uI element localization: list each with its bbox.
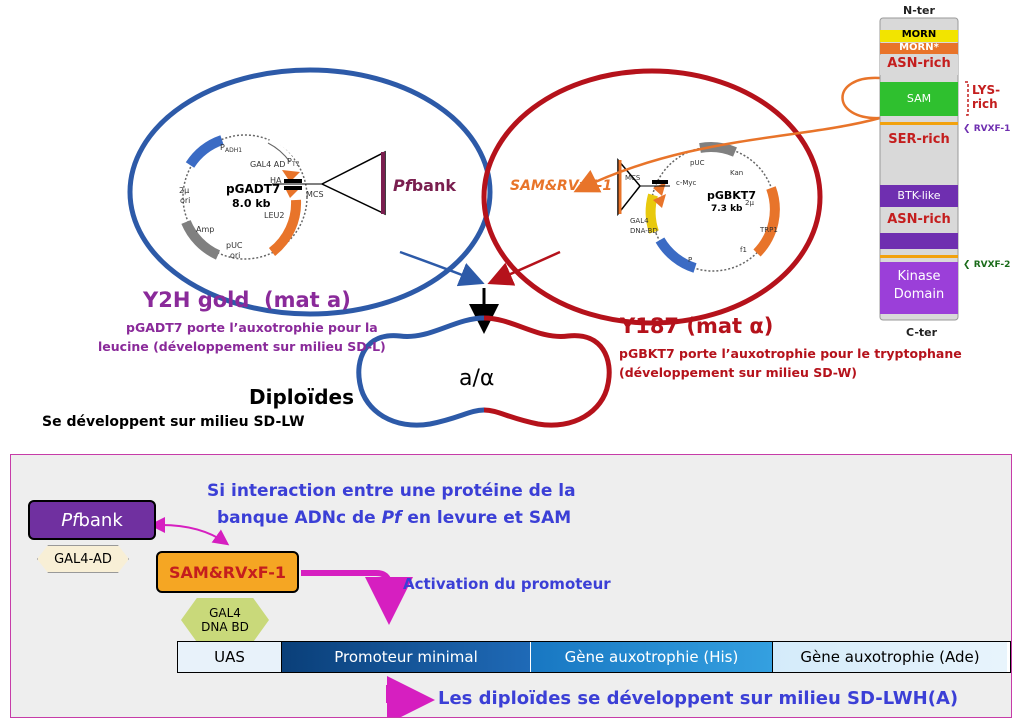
svg-text:P: P <box>220 143 225 152</box>
strain-a-desc-line1: pGADT7 porte l’auxotrophie pour la <box>126 320 378 335</box>
pgadt7-size: 8.0 kb <box>232 197 271 210</box>
svg-text:P: P <box>688 256 692 264</box>
protein-rvxf1: ❮ RVXF-1 <box>963 124 1010 134</box>
svg-text:MCS: MCS <box>306 190 324 199</box>
protein-c-ter: C-ter <box>906 326 938 339</box>
strain-a-desc-line2: leucine (développement sur milieu SD-L) <box>98 339 386 354</box>
interaction-text-line2-post: en levure et SAM <box>401 508 572 528</box>
interaction-text-line2: banque ADNc de Pf en levure et SAM <box>217 508 571 528</box>
gal4-dna-bd-line2: DNA BD <box>201 620 249 634</box>
protein-domain-ser-rich: SER-rich <box>888 132 950 147</box>
rvxf1-marker-icon: ❮ <box>963 124 974 134</box>
pfbank-box-pf: Pf <box>61 509 79 531</box>
promoter-minimal: Promoteur minimal <box>282 642 530 672</box>
protein-domain-asn-rich-1: ASN-rich <box>887 56 951 71</box>
svg-text:ADH1: ADH1 <box>225 147 242 154</box>
sam-domain-loop <box>841 76 881 120</box>
svg-text:pUC: pUC <box>226 241 243 250</box>
gene-ade: Gène auxotrophie (Ade) <box>773 642 1007 672</box>
promoter-construct: UAS Promoteur minimal Gène auxotrophie (… <box>177 641 1011 673</box>
result-arrow <box>386 676 435 717</box>
protein-rvxf1-text: RVXF-1 <box>973 124 1011 134</box>
result-text: Les diploïdes se développent sur milieu … <box>438 688 959 709</box>
pfbank-insert-label-pf: Pf <box>393 176 412 195</box>
diploid-cell-red-half <box>483 315 612 428</box>
pfbank-insert-label: Pfbank <box>393 176 456 195</box>
sam-rvxf-box-label: SAM&RVxF-1 <box>168 562 286 582</box>
pgbkt7-plasmid-map: pGBKT7 7.3 kb Kan pUC 2μ c-Myc MCS GAL4 … <box>625 142 780 273</box>
svg-text:2μ: 2μ <box>179 186 189 195</box>
pfbank-sam-interaction-arrow <box>149 517 230 546</box>
top-diagram: P ADH1 GAL4 AD P T7 HA MCS LEU2 pUC ori … <box>127 17 969 428</box>
svg-text:7.3 kb: 7.3 kb <box>711 204 743 214</box>
svg-text:c-Myc: c-Myc <box>676 179 697 187</box>
interaction-text-line1: Si interaction entre une protéine de la <box>207 481 576 501</box>
svg-text:T7: T7 <box>291 161 300 168</box>
protein-domain-sam: SAM <box>906 92 932 105</box>
interaction-text-line2-pre: banque ADNc de <box>217 508 382 528</box>
svg-text:HA: HA <box>270 176 282 185</box>
arrow-red-to-mating <box>487 250 561 286</box>
diploid-title: Diploïdes <box>249 385 355 409</box>
gal4-ad-label: GAL4-AD <box>54 551 112 567</box>
activation-arrow <box>301 570 413 625</box>
svg-text:pGBKT7: pGBKT7 <box>707 189 756 202</box>
svg-text:GAL4 AD: GAL4 AD <box>250 160 285 169</box>
pgadt7-name: pGADT7 <box>226 182 281 196</box>
pfbank-box-rest: bank <box>78 509 123 531</box>
gene-his: Gène auxotrophie (His) <box>530 642 773 672</box>
strain-b-title: Y187 (mat α) <box>620 314 774 338</box>
gal4-dna-bd-hexagon: GAL4 DNA BD <box>181 598 269 642</box>
rvxf2-marker-icon: ❮ <box>963 260 974 270</box>
svg-text:2μ: 2μ <box>745 199 754 207</box>
strain-b-desc-line2: (développement sur milieu SD-W) <box>619 365 857 380</box>
gal4-dna-bd-line1: GAL4 <box>209 606 241 620</box>
protein-domain-morn: MORN <box>901 29 937 40</box>
gal4-ad-hexagon: GAL4-AD <box>37 545 129 573</box>
protein-n-ter: N-ter <box>903 4 935 17</box>
yeast-cell-y2h-gold <box>127 67 493 317</box>
svg-text:ori: ori <box>180 196 190 205</box>
interaction-panel: Si interaction entre une protéine de la … <box>10 454 1012 718</box>
protein-rvxf2: ❮ RVXF-2 <box>963 260 1010 270</box>
pfbank-insert-triangle <box>320 150 386 216</box>
pgadt7-plasmid-map: P ADH1 GAL4 AD P T7 HA MCS LEU2 pUC ori … <box>179 134 324 260</box>
svg-text:GAL4: GAL4 <box>630 217 649 225</box>
interaction-arrows <box>149 517 435 717</box>
interaction-text-line2-pf: Pf <box>381 508 402 528</box>
protein-rvxf2-text: RVXF-2 <box>973 260 1011 270</box>
svg-text:Kan: Kan <box>730 169 743 177</box>
protein-lys-rich: LYS-rich <box>972 83 1001 111</box>
svg-text:pUC: pUC <box>690 159 705 167</box>
strain-a-title: Y2H gold (mat a) <box>143 288 351 312</box>
protein-domain-morn-star: MORN* <box>899 42 939 53</box>
svg-text:Amp: Amp <box>196 225 214 234</box>
strain-b-desc-line1: pGBKT7 porte l’auxotrophie pour le trypt… <box>619 346 962 361</box>
arrow-sam-to-insert <box>573 116 881 193</box>
svg-text:DNA-BD: DNA-BD <box>630 227 658 235</box>
diploid-desc: Se développent sur milieu SD-LW <box>42 414 305 430</box>
promoter-uas: UAS <box>178 642 282 672</box>
svg-text:TRP1: TRP1 <box>759 226 778 234</box>
arrow-blue-to-mating <box>399 250 485 287</box>
protein-domain-asn-rich-2: ASN-rich <box>887 212 951 227</box>
protein-domain-btk-like: BTK-like <box>897 189 941 202</box>
svg-text:LEU2: LEU2 <box>264 211 284 220</box>
protein-domain-kinase: Kinase Domain <box>893 269 945 302</box>
pfbank-insert-label-rest: bank <box>411 176 456 195</box>
svg-text:P: P <box>287 157 292 166</box>
diploid-cell-blue-half <box>356 315 485 428</box>
svg-text:f1: f1 <box>740 246 747 254</box>
sam-insert-triangle <box>617 157 641 217</box>
activation-text: Activation du promoteur <box>403 575 611 593</box>
sam-insert-label: SAM&RVxF-1 <box>510 178 613 194</box>
diploid-cell-label: a/α <box>459 366 495 391</box>
svg-text:ori: ori <box>230 251 240 260</box>
protein-schematic <box>879 17 969 321</box>
yeast-cell-y187 <box>481 68 823 326</box>
sam-rvxf-box: SAM&RVxF-1 <box>156 551 299 593</box>
